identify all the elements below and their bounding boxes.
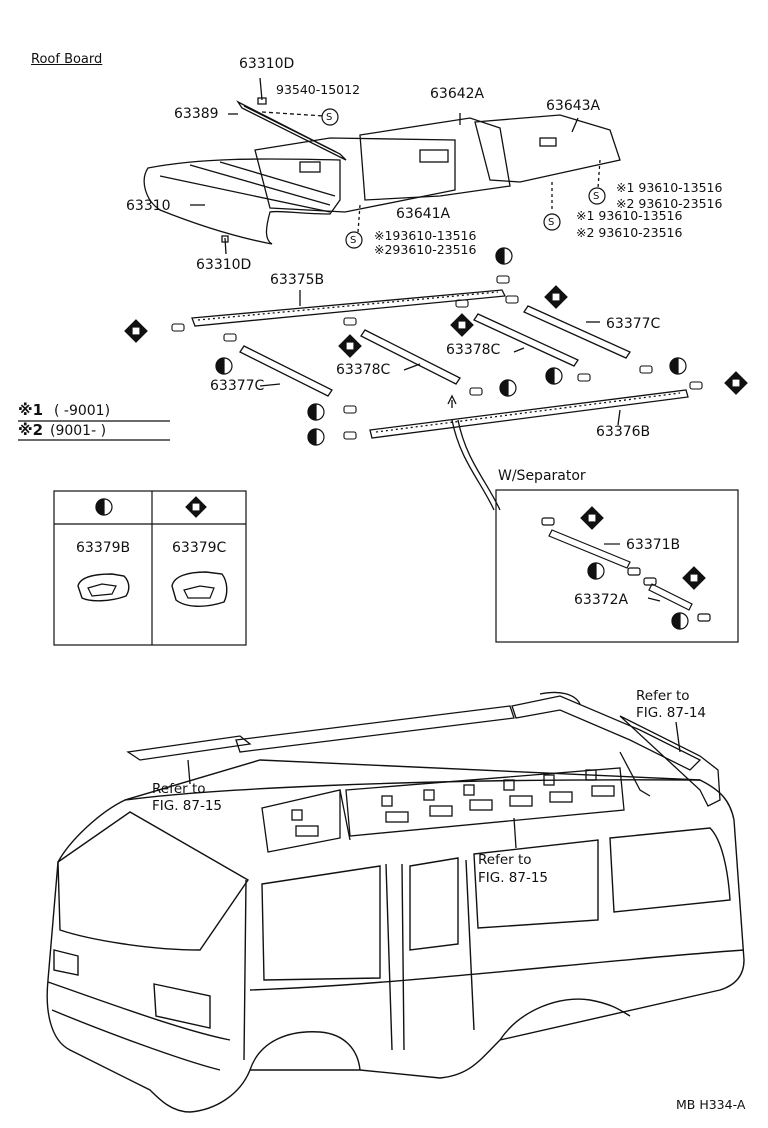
screw-label-right-top-2: ※2 93610-23516 [616,196,723,211]
note-2-mark: ※2 [18,421,44,439]
part-label-63375B: 63375B [270,272,325,288]
rail-63375B [191,289,507,327]
roof-board-front-panel [143,158,341,245]
note-1-text: ( -9001) [54,403,111,419]
separator-box [495,489,739,643]
s-symbol-label: S [350,235,357,246]
rail-63378C-right [473,313,579,367]
part-label-63379B: 63379B [76,540,131,556]
leader-dash [597,159,601,189]
note-2-text: (9001- ) [50,423,107,439]
screw-label-right-top-1: ※1 93610-13516 [616,180,723,195]
separator-arrow-line [457,419,501,511]
screw-label-right-mid-2: ※2 93610-23516 [576,225,683,240]
roof-board-63642A [359,117,511,201]
notes-underline [18,420,170,441]
van-body [46,759,745,1113]
clip-63310D-bottom [221,235,229,243]
separator-title: W/Separator [498,468,586,484]
leader-line [513,347,525,353]
leader-line [259,77,263,101]
rail-63377C-left [239,345,333,397]
rail-clips [171,275,703,440]
screw-label-left-1: ※193610-13516 [374,228,477,243]
part-label-63389: 63389 [174,106,219,122]
roof-board-63643A [474,114,621,183]
ref-right-line2: FIG. 87-14 [636,705,707,721]
note-1-mark: ※1 [18,401,44,419]
part-label-63376B: 63376B [596,424,651,440]
s-symbol-label: S [326,112,333,123]
part-label-93540: 93540-15012 [276,82,361,97]
half-circle-symbols [95,247,689,630]
leader-dash [357,204,361,233]
leader-line [224,237,227,255]
leader-line [571,117,579,133]
ref-right-line1: Refer to [636,688,690,704]
rail-63377C-right [523,305,631,359]
diagram-title: Roof Board [31,52,103,67]
leader-line [403,363,421,371]
part-label-63310D-bottom: 63310D [196,257,252,273]
rail-63376B [369,389,689,439]
part-label-63643A: 63643A [546,98,601,114]
part-label-63378C-right: 63378C [446,342,501,358]
ref-middle-line1: Refer to [478,852,532,868]
s-symbol-label: S [548,217,555,228]
ref-left-line1: Refer to [152,781,206,797]
part-label-63379C: 63379C [172,540,227,556]
separator-arrow-line [451,419,495,511]
part-label-63377C-left: 63377C [210,378,265,394]
clip-63310D-top [257,97,267,105]
part-label-63371B: 63371B [626,537,681,553]
part-label-63377C-right: 63377C [606,316,661,332]
leader-line [259,383,281,387]
s-bolt-symbols [321,108,606,249]
legend-table [53,490,247,646]
ref-middle-line2: FIG. 87-15 [478,870,549,886]
part-label-63310D-top: 63310D [239,56,295,72]
leader-dash [261,111,325,117]
part-label-63310: 63310 [126,198,171,214]
screw-label-right-mid-1: ※1 93610-13516 [576,208,683,223]
part-label-63378C-left: 63378C [336,362,391,378]
roof-board-63641A [254,137,456,213]
rail-63378C-left [360,329,461,385]
s-symbol-label: S [593,191,600,202]
part-label-63642A: 63642A [430,86,485,102]
screw-label-left-2: ※293610-23516 [374,242,477,257]
figure-code: MB H334-A [676,1097,746,1112]
leader-line [617,409,621,426]
part-label-63641A: 63641A [396,206,451,222]
roof-front-strip-63389 [236,100,347,161]
part-label-63372A: 63372A [574,592,629,608]
ref-left-line2: FIG. 87-15 [152,798,223,814]
roof-rack-on-van [126,691,721,853]
arrow-up [447,394,457,408]
diamond-symbols [124,285,748,590]
